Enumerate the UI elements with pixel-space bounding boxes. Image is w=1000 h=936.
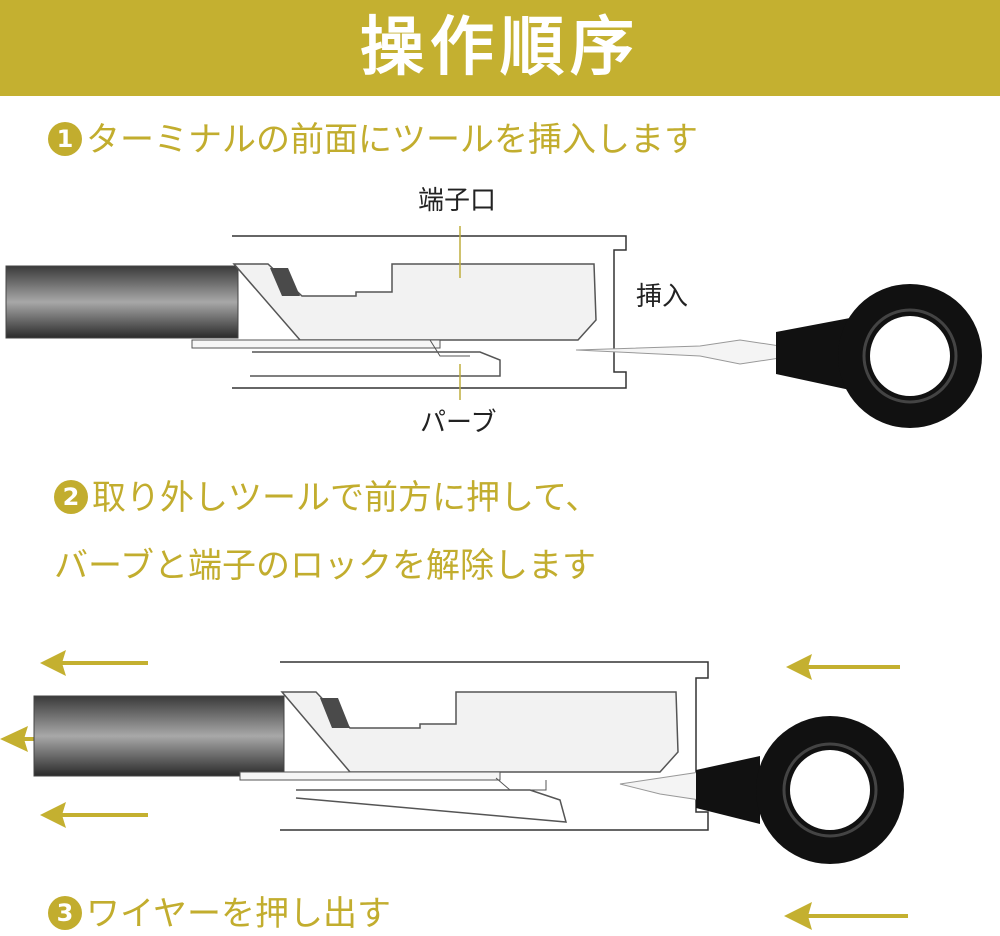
- arrow-left-icon: [786, 654, 900, 680]
- tool-pin: [619, 771, 701, 801]
- terminal: [280, 691, 679, 773]
- step-number: 1: [48, 122, 82, 156]
- step-text: ターミナルの前面にツールを挿入します: [86, 120, 698, 160]
- diagram-push-release: [0, 650, 904, 864]
- insert-label: 挿入: [636, 282, 689, 312]
- step-number: 3: [48, 896, 82, 930]
- step-number: 2: [54, 480, 88, 514]
- arrow-left-icon: [784, 902, 908, 930]
- arrow-left-icon: [40, 802, 148, 828]
- arrow-bottom-right: [784, 902, 908, 930]
- wire: [5, 265, 239, 339]
- header-banner: 操作順序: [0, 0, 1000, 96]
- diagram-insert-tool: [5, 226, 982, 428]
- connector-housing: [232, 235, 627, 389]
- step-text: ワイヤーを押し出す: [86, 894, 391, 934]
- page-title: 操作順序: [360, 11, 640, 85]
- tool-pin: [575, 339, 781, 365]
- arrow-left-icon: [40, 650, 148, 676]
- wire: [33, 695, 285, 777]
- barb-label: パーブ: [420, 408, 497, 438]
- step-2-instruction-line2: バーブと端子のロックを解除します: [54, 546, 596, 586]
- barb: [295, 789, 568, 823]
- barb: [250, 351, 501, 377]
- terminal-port-label: 端子口: [418, 186, 497, 216]
- connector-housing: [280, 661, 709, 831]
- step-text: 取り外しツールで前方に押して、: [92, 478, 600, 518]
